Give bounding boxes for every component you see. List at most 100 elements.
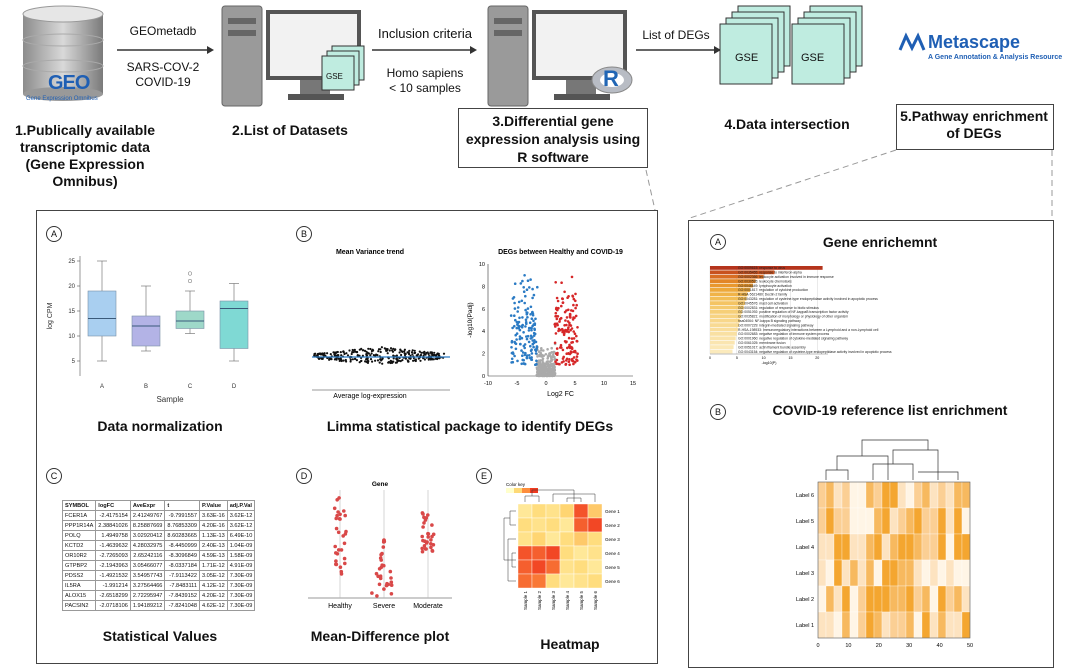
covid-row-label: Label 1 xyxy=(796,623,814,629)
enrich-term-label: GO:0002831: regulation of response to bi… xyxy=(738,306,819,310)
covid-heat-cell xyxy=(897,507,907,535)
md-category-label: Healthy xyxy=(328,603,352,610)
covid-heat-cell xyxy=(929,507,939,535)
mv-point xyxy=(403,350,406,353)
covid-heat-cell xyxy=(961,585,971,613)
covid-heat-cell xyxy=(929,611,939,639)
box-body xyxy=(175,310,205,329)
covid-dendrogram xyxy=(825,439,959,480)
volcano-point-ns xyxy=(547,368,550,371)
panel-rb-marker: B xyxy=(710,404,726,420)
md-point xyxy=(382,587,386,591)
md-point xyxy=(422,544,427,548)
enrich-term-label: GO:0002366: leukocyte activation involve… xyxy=(738,275,834,279)
volcano-point-up xyxy=(568,358,571,361)
table-cell: -2.7265093 xyxy=(95,550,131,561)
volcano-point-up xyxy=(571,318,575,321)
mv-point xyxy=(400,353,403,357)
geo-caption: Gene Expression Omnibus xyxy=(26,96,98,102)
mv-point xyxy=(370,352,373,355)
step-5-box xyxy=(896,104,1054,150)
covid-heat-cell xyxy=(897,533,907,561)
covid-row-label: Label 4 xyxy=(796,545,814,551)
table-header-cell: logFC xyxy=(95,500,131,511)
volcano-point-ns xyxy=(541,358,544,362)
md-point xyxy=(420,546,424,551)
volcano-x-label: Log2 FC xyxy=(547,391,574,398)
md-point xyxy=(430,549,435,553)
volcano-point-down xyxy=(523,343,527,346)
covid-heat-cell xyxy=(945,611,955,639)
volcano-point-up xyxy=(554,311,558,315)
gse-label: GSE xyxy=(801,52,825,64)
table-cell: 8.76853309 xyxy=(164,520,200,531)
covid-heat-cell xyxy=(833,507,843,535)
volcano-point-up xyxy=(571,295,575,298)
color-key-swatch xyxy=(506,488,514,493)
table-cell: -7.8241048 xyxy=(164,600,200,611)
md-point xyxy=(430,534,434,539)
volcano-point-down xyxy=(525,313,529,316)
mv-point xyxy=(432,354,435,357)
heatmap-cell xyxy=(531,503,547,519)
volcano-point-up xyxy=(560,304,563,308)
enrich-term-label: GO:0030595: leukocyte chemotaxis xyxy=(738,279,792,283)
covid-x-tick: 30 xyxy=(906,643,912,649)
mv-point xyxy=(360,359,363,363)
mv-point xyxy=(371,360,374,363)
volcano-point-down xyxy=(520,362,523,366)
covid-heat-cell xyxy=(833,559,843,587)
volcano-point-up xyxy=(558,346,562,349)
mv-point xyxy=(360,347,363,350)
volcano-point-down xyxy=(528,321,532,324)
covid-heat-cell xyxy=(961,559,971,587)
md-point xyxy=(386,582,391,587)
volcano-point-up xyxy=(563,290,566,294)
volcano-point-up xyxy=(560,327,564,331)
volcano-point-up xyxy=(565,357,569,361)
mv-point xyxy=(389,359,392,362)
volcano-point-down xyxy=(519,282,523,285)
mv-point xyxy=(387,357,390,360)
md-point xyxy=(343,561,347,566)
table-cell: -7.9113422 xyxy=(164,570,200,581)
covid-heat-cell xyxy=(905,507,915,535)
table-cell: 2.72295947 xyxy=(129,590,166,601)
volcano-point-down xyxy=(518,335,522,338)
md-point xyxy=(426,531,430,536)
heatmap-cell xyxy=(573,503,589,519)
volcano-point-up xyxy=(568,343,571,347)
volcano-point-up xyxy=(558,320,561,323)
volcano-point-up xyxy=(572,303,575,307)
table-cell: -8.0337184 xyxy=(164,560,200,571)
mv-point xyxy=(427,352,430,356)
volcano-point-ns xyxy=(551,353,555,357)
volcano-point-down xyxy=(516,321,520,325)
table-cell: 2.40E-13 xyxy=(198,540,228,551)
volcano-point-down xyxy=(531,313,535,317)
volcano-point-down xyxy=(514,347,518,351)
volcano-point-down xyxy=(531,342,535,346)
volcano-point-up xyxy=(572,330,575,333)
heatmap-row-label: Gene 6 xyxy=(605,579,620,584)
enrich-term-label: R-HSA-5621480: Dectin-2 family xyxy=(738,293,787,297)
volcano-point-up xyxy=(570,341,573,344)
volcano-point-down xyxy=(536,285,539,289)
table-header-cell: AveExpr xyxy=(129,500,166,511)
mv-point xyxy=(391,349,394,352)
md-point xyxy=(421,512,425,516)
heatmap-cell xyxy=(517,559,533,575)
covid-heat-cell xyxy=(873,507,883,535)
r-logo: R xyxy=(603,66,619,91)
volcano-point-up xyxy=(570,327,574,330)
step-1-label: 1.Publically available transcriptomic da… xyxy=(14,122,156,189)
md-point xyxy=(426,535,430,539)
covid-heat-cell xyxy=(961,507,971,535)
covid-heat-cell xyxy=(913,585,923,613)
md-point xyxy=(336,530,341,535)
volcano-point-up xyxy=(558,317,562,321)
